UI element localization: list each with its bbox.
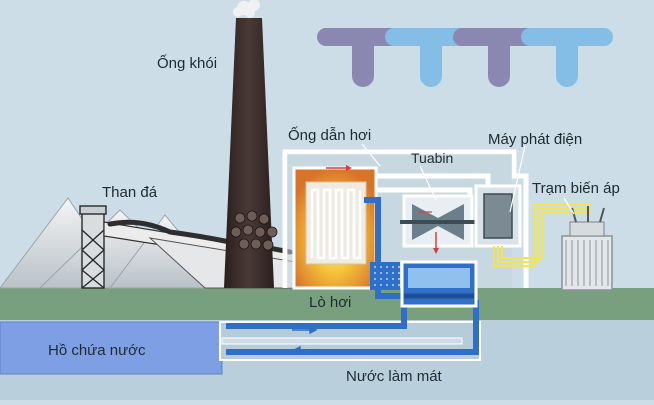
label-substation: Trạm biến áp [532,180,620,197]
turbine [400,194,476,254]
reservoir [0,321,223,375]
condenser [400,260,478,308]
label-steam-pipe: Ống dẫn hơi [288,126,371,144]
cooling-water-pipe [226,197,479,355]
condenser-water [370,262,400,290]
logo [317,28,613,87]
plant-building [282,149,529,288]
label-generator: Máy phát điện [488,131,582,148]
label-reservoir: Hồ chứa nước [48,342,146,359]
substation [561,206,613,291]
logo-letter-3 [453,28,545,87]
logo-letter-2 [385,28,477,87]
boiler [292,165,378,290]
cooling-channel-inner [221,337,463,345]
ground-strip [0,288,654,320]
logo-letter-4 [521,28,613,87]
label-chimney: Ống khói [157,54,217,72]
label-boiler: Lò hơi [309,294,351,311]
chimney [224,0,278,288]
label-turbine: Tuabin [411,150,453,166]
electric-line [493,203,592,267]
flow-arrows [292,325,318,355]
label-cooling-water: Nước làm mát [346,368,443,385]
generator [474,184,522,248]
conveyor-tower [79,205,107,289]
logo-letter-1 [317,28,409,87]
label-coal: Than đá [102,184,158,201]
leader-lines [361,143,575,215]
smoke [233,0,260,18]
